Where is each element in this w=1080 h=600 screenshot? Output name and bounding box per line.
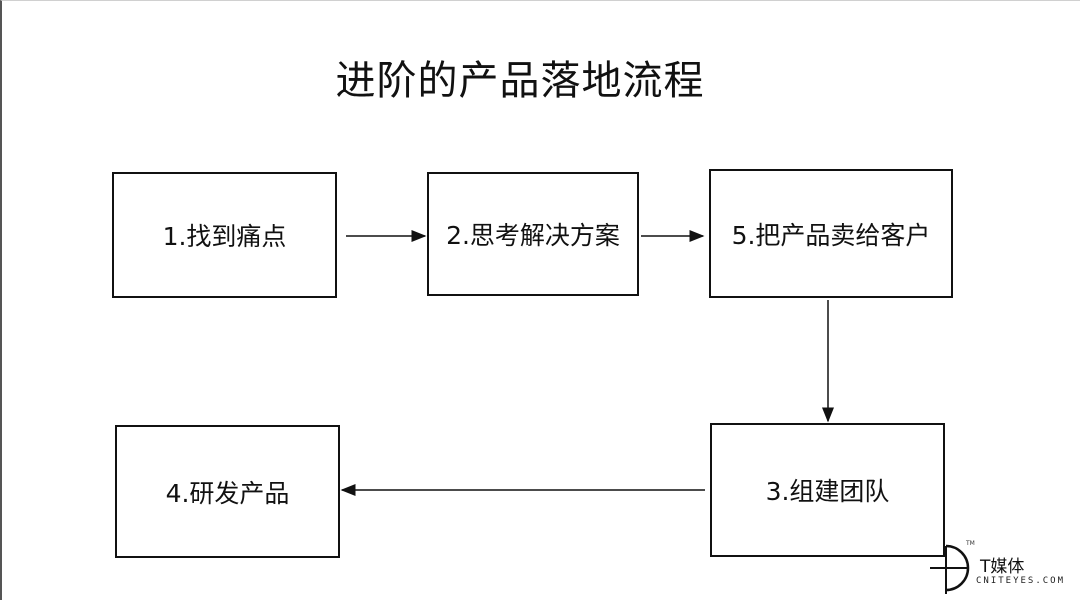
node-build-team: 3.组建团队 (710, 423, 945, 557)
node-think-solution: 2.思考解决方案 (427, 172, 639, 296)
trademark-mark: TM (966, 540, 975, 547)
node-label: 2.思考解决方案 (446, 221, 620, 250)
node-develop-product: 4.研发产品 (115, 425, 340, 558)
watermark-url: CNITEYES.COM (976, 576, 1066, 586)
node-label: 1.找到痛点 (162, 222, 287, 251)
crosshair-icon (930, 544, 970, 594)
node-label: 4.研发产品 (165, 478, 290, 508)
node-label: 5.把产品卖给客户 (731, 220, 931, 250)
node-find-pain-point: 1.找到痛点 (112, 172, 337, 298)
node-sell-to-customer: 5.把产品卖给客户 (709, 169, 953, 298)
watermark-logo: TM T媒体 CNITEYES.COM (928, 540, 1076, 596)
diagram-title: 进阶的产品落地流程 (335, 58, 705, 104)
watermark-name: T媒体 (980, 557, 1025, 577)
node-label: 3.组建团队 (765, 477, 890, 506)
